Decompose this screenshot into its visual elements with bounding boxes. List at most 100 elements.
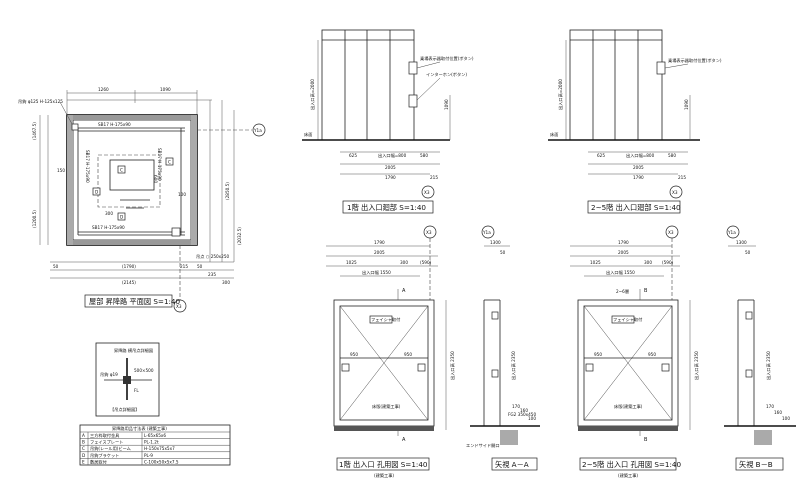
open1-left-label: 950 <box>350 352 358 357</box>
dim-100: 100 <box>178 192 186 197</box>
wall-band-right <box>191 115 197 245</box>
elev25-dim-1: 625 <box>597 153 605 158</box>
wall-band-bottom <box>67 240 197 245</box>
elev25-floor-label: 床面 <box>550 131 558 138</box>
elev25-indicator <box>656 61 666 75</box>
open1-cross-b <box>339 305 429 421</box>
hook-c-label: C <box>120 168 123 173</box>
open25-x3-label: X3 <box>668 230 674 235</box>
detail-title: 昇降路 横吊点詳細図 <box>114 347 153 354</box>
legend-no: B <box>82 440 85 445</box>
hook-detail: 昇降路 横吊点詳細図 吊鉤 φ19 500×500 FL 【吊点詳細図】 <box>95 342 160 417</box>
roof-bottom-sub-1: 50 <box>53 264 59 269</box>
legend-table: 昇降路用品寸法表 (建築工事) A 三方枠取付金具 L-65x65x6 B フェ… <box>79 424 231 466</box>
elev1-subtotal: 1790 <box>385 175 396 180</box>
elev1-dim-3: 580 <box>420 153 428 158</box>
open1-sill <box>334 426 434 431</box>
secB-caption: 矢視 B－B <box>739 460 773 469</box>
elev25-x3-marker <box>669 185 683 199</box>
elev1-x3-marker <box>421 185 435 199</box>
open25-height-label: 出入口高 2350 <box>693 351 700 380</box>
open25-note: (建築工事) <box>618 472 638 479</box>
open1-top-dim-1: 1790 <box>374 240 385 245</box>
secA-top-dim: 1300 <box>490 240 501 245</box>
wall-band-left <box>67 115 73 245</box>
legend-no: A <box>82 433 85 438</box>
secB-y1a-label: Y1a <box>727 230 736 235</box>
open25-left-label: 950 <box>594 352 602 357</box>
secA-side-dim-1: 50 <box>500 250 506 255</box>
legend-spec: PL-9 <box>144 453 153 458</box>
legend-spec: H-150x75x5x7 <box>144 446 175 451</box>
open25-right-label: 950 <box>648 352 656 357</box>
roof-bottom-sub-2: 215 <box>180 264 188 269</box>
hook-d-label: D <box>120 215 123 220</box>
secA-caption: 矢視 A－A <box>495 460 529 469</box>
legend-spec: C-100x50x5x7.5 <box>144 459 179 464</box>
open1-sub-dim-3: (590) <box>420 260 432 265</box>
opening-1f: X3 1790 2005 1025 300 (590) 出入口幅 1550 95… <box>326 225 456 479</box>
secB-side-dim: 50 <box>745 250 751 255</box>
secB-beam <box>754 430 772 445</box>
open1-note: (建築工事) <box>374 472 394 479</box>
open25-sill <box>578 426 678 431</box>
hook-d2-box <box>92 187 101 196</box>
elev1-dim-1: 625 <box>349 153 357 158</box>
legend-title: 昇降路用品寸法表 (建築工事) <box>112 425 167 432</box>
open25-width-label: 出入口幅 1550 <box>606 269 635 276</box>
detail-frame <box>95 342 160 417</box>
secB-y1a-marker <box>726 225 740 239</box>
elev1-vert-label: 出入口高=2000 <box>309 79 316 110</box>
wall-band-top <box>67 115 197 120</box>
secA-dim-2: 160 <box>520 408 528 413</box>
legend-row: C 吊鉤(レール用)ビーム H-150x75x5x7 <box>80 445 230 452</box>
elev1-shaft <box>321 29 415 141</box>
open25-facia-box <box>611 315 635 324</box>
roof-plan: 1260 1090 SB17 H-175x90 SB17 H-175x90 SB… <box>18 87 266 313</box>
open1-opening <box>339 305 429 421</box>
elev1-total: 2005 <box>385 165 396 170</box>
open1-right-label: 950 <box>404 352 412 357</box>
secB-caption-box <box>735 457 784 471</box>
roof-side-note: 吊鉤 φ125 H-125x125 <box>18 98 63 105</box>
roof-top-dim-2: 1090 <box>160 87 171 92</box>
hook-c2-label: C <box>168 160 171 165</box>
elev25-vert-label: 出入口高=2000 <box>557 79 564 110</box>
open1-sub-dim-1: 1025 <box>346 260 357 265</box>
legend-spec: L-65x65x6 <box>144 433 166 438</box>
opening-2-5f: X3 1790 2005 1025 300 (590) 出入口幅 1550 95… <box>570 225 700 479</box>
elev1-side: 215 <box>430 175 438 180</box>
elev1-dim-2: 出入口幅=800 <box>378 152 407 159</box>
elev25-dim-2: 出入口幅=800 <box>626 152 655 159</box>
roof-top-dim-1: 1260 <box>98 87 109 92</box>
elevation-2-5f: 乗場表示器取付位置(ボタン) 出入口高=2000 床面 1090 625 出入口… <box>548 29 722 214</box>
roof-x3-label: X3 <box>176 304 182 309</box>
dim-150: 150 <box>57 168 65 173</box>
elev25-subtotal: 1790 <box>633 175 644 180</box>
open1-top-dim-2: 2005 <box>374 250 385 255</box>
legend-no: E <box>82 459 85 464</box>
elev1-x3-label: X3 <box>424 190 430 195</box>
elev25-caption: 2~5階 出入口廻部 S=1:40 <box>591 203 681 212</box>
legend-name: 吊鉤ブラケット <box>90 452 119 459</box>
elev25-right-dim: 1090 <box>684 99 689 110</box>
beam-right-label: SB17 H-175x90 <box>157 148 162 181</box>
roof-bottom-dim-1: (1790) <box>122 264 136 269</box>
dim-600: 600 <box>153 175 158 183</box>
secA-caption-box <box>491 457 538 471</box>
open25-sub-dim-1: 1025 <box>590 260 601 265</box>
legend-row: B フェイスプレート PL-1.2t <box>80 440 230 446</box>
detail-label-3: FL <box>134 388 139 393</box>
roof-left-dim-1: (1467.5) <box>32 122 37 140</box>
hook-d2-label: D <box>95 190 98 195</box>
open25-marker-b-bottom: B <box>644 437 648 443</box>
legend-no: C <box>82 446 85 451</box>
hook-c-box <box>117 165 126 174</box>
elev1-floor-label: 床面 <box>304 131 312 138</box>
open25-cross-b <box>583 305 673 421</box>
legend-row: D 吊鉤ブラケット PL-9 <box>80 452 230 459</box>
open25-sub-dim-2: 300 <box>644 260 652 265</box>
secA-dim-1: 170 <box>512 404 520 409</box>
open1-facia-box <box>369 315 393 324</box>
secB-dim-1: 170 <box>766 404 774 409</box>
